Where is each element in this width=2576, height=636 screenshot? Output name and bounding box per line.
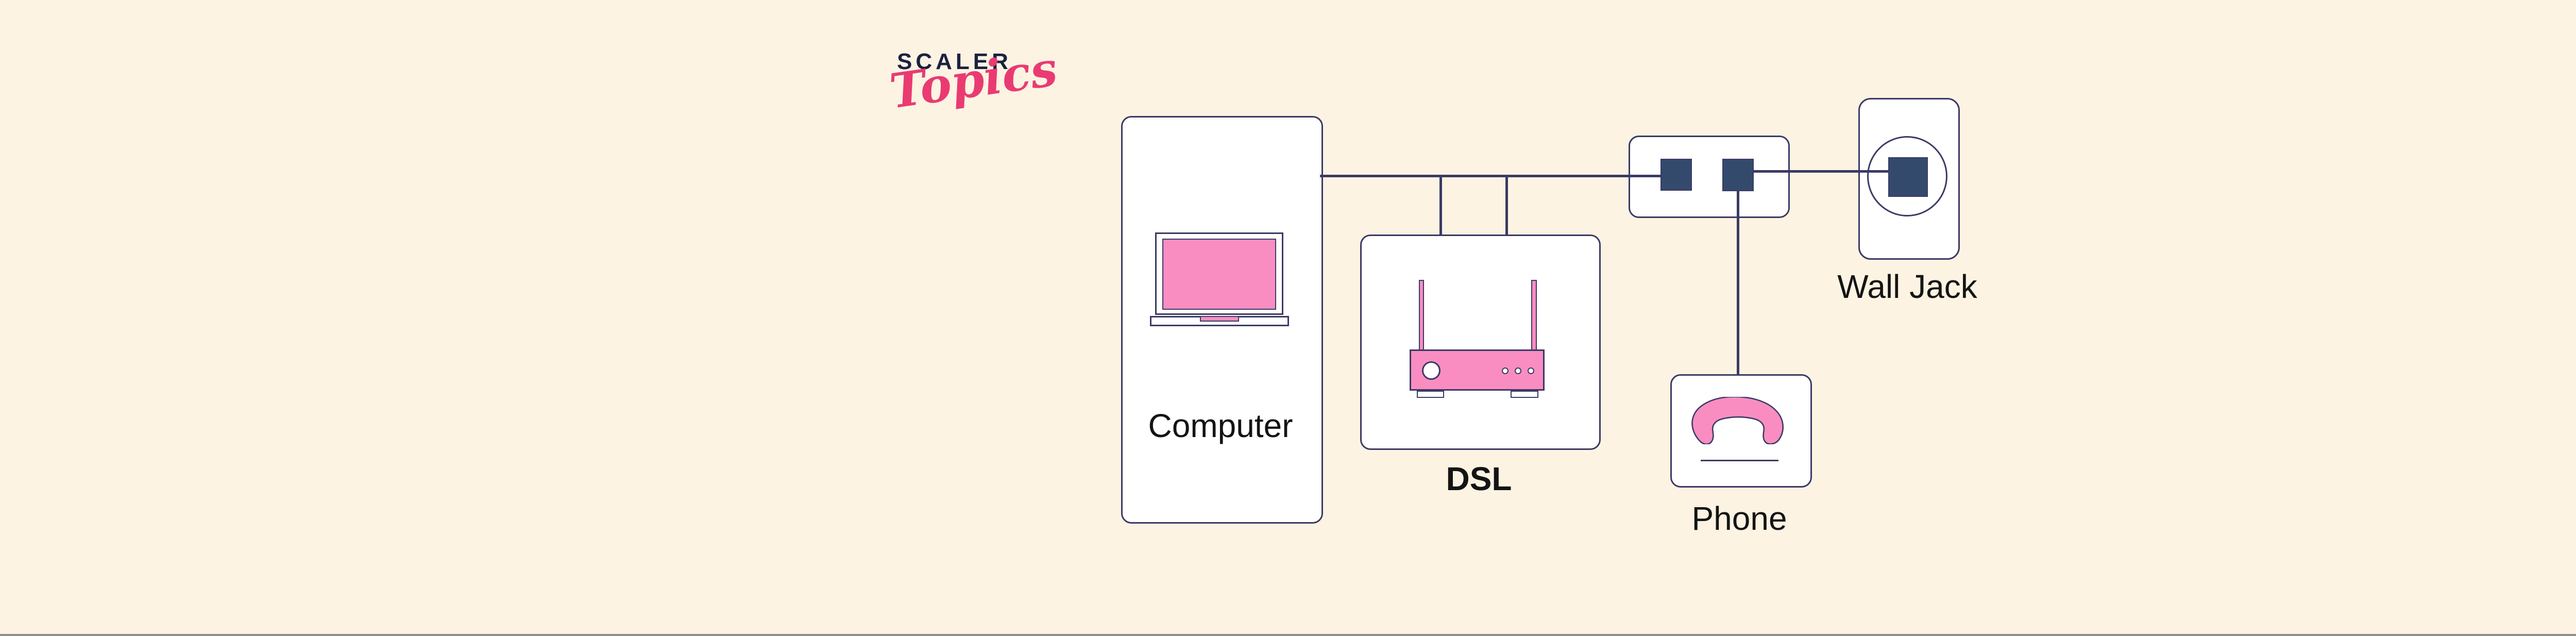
walljack-socket-square	[1888, 157, 1928, 197]
router-antenna-left	[1419, 280, 1424, 350]
logo-scaler-wordmark: SCALER	[897, 49, 1012, 74]
splitter-to-walljack-line	[1754, 170, 1888, 173]
walljack-label: Wall Jack	[1837, 268, 1977, 305]
router-power-circle	[1422, 361, 1440, 380]
splitter-to-phone-line	[1737, 191, 1739, 375]
trunk-to-dsl-right-drop-line	[1505, 175, 1508, 236]
router-antenna-right	[1531, 280, 1537, 350]
router-led-dot	[1502, 367, 1509, 374]
trunk-to-dsl-left-drop-line	[1439, 175, 1442, 236]
phone-handset-shape	[1691, 397, 1784, 444]
splitter-port-left	[1660, 159, 1692, 191]
laptop-screen-display	[1162, 239, 1276, 310]
page-bottom-edge-line	[0, 634, 2576, 636]
splitter-port-right	[1722, 159, 1754, 191]
router-foot-right	[1511, 391, 1538, 398]
dsl-node-box	[1360, 235, 1601, 450]
phone-cradle-line	[1701, 460, 1778, 461]
computer-to-splitter-line	[1320, 175, 1660, 177]
router-foot-left	[1417, 391, 1444, 398]
computer-label: Computer	[1148, 407, 1293, 444]
dsl-label: DSL	[1446, 460, 1512, 497]
laptop-hinge-notch	[1200, 316, 1239, 322]
router-led-dot	[1528, 367, 1534, 374]
router-led-dot	[1515, 367, 1521, 374]
phone-label: Phone	[1691, 500, 1787, 537]
